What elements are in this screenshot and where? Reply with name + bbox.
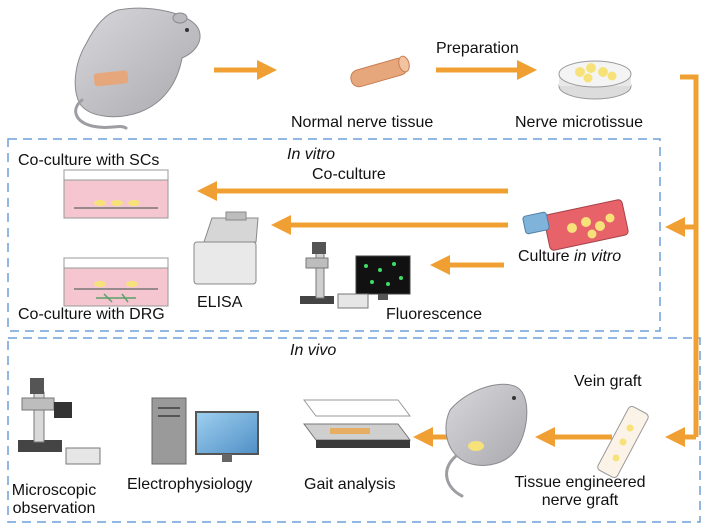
label-tissue-engineered-line1: Tissue engineered [514,474,646,491]
elisa-reader-icon [193,211,259,285]
donor-rat-icon [74,7,201,130]
connector-right [680,74,699,437]
label-fluorescence: Fluorescence [386,306,483,323]
electrophysiology-icon [151,397,259,465]
label-in-vivo: In vivo [290,342,337,359]
label-nerve-microtissue: Nerve microtissue [515,114,644,131]
in-vivo-box [7,337,701,523]
label-elisa: ELISA [197,294,243,311]
transwell-scs-icon [63,169,169,219]
microscope-icon [18,378,101,465]
vein-graft-icon [597,405,649,479]
label-microscopic-line1: Microscopic [11,482,97,499]
petri-dish-icon [558,60,632,100]
label-coculture: Co-culture [312,166,386,183]
label-vein-graft: Vein graft [574,373,642,390]
fluorescence-setup-icon [300,242,411,309]
label-tissue-engineered-nerve-graft: Tissue engineered nerve graft [495,474,665,511]
label-tissue-engineered-line2: nerve graft [541,492,619,510]
label-normal-nerve-tissue: Normal nerve tissue [291,114,434,131]
transwell-drg-icon [63,257,169,307]
label-culture-in-vitro: Culture in vitro [518,248,621,266]
label-coculture-drg: Co-culture with DRG [18,306,165,323]
in-vitro-box [7,138,661,332]
label-microscopic-line2: observation [12,500,96,518]
label-gait-analysis: Gait analysis [304,476,396,493]
label-preparation: Preparation [436,40,519,57]
label-coculture-scs: Co-culture with SCs [18,152,160,169]
label-microscopic-observation: Microscopic observation [4,482,104,519]
recipient-rat-icon [445,383,528,498]
nerve-tissue-icon [350,55,410,88]
label-culture-prefix: Culture [518,248,575,265]
label-electrophysiology: Electrophysiology [127,476,253,493]
label-culture-italic: in vitro [574,248,622,265]
gait-analysis-icon [303,399,411,448]
culture-flask-icon [522,199,629,251]
label-in-vitro: In vitro [287,146,336,163]
